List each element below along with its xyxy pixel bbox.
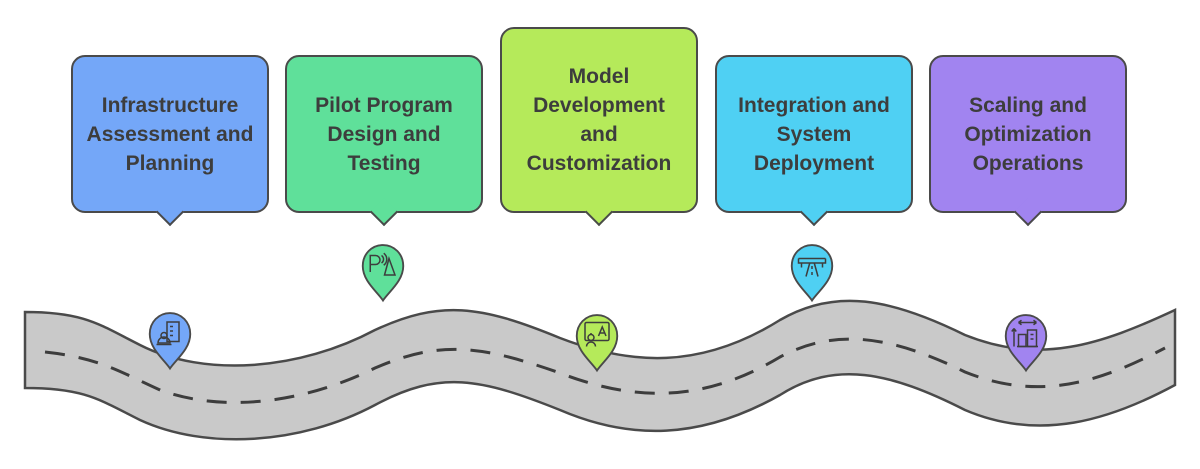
step-label: Model Development and Customization bbox=[526, 65, 672, 175]
step-card-2: Pilot Program Design and Testing bbox=[285, 55, 483, 213]
step-card-1: Infrastructure Assessment and Planning bbox=[71, 55, 269, 213]
step-pin-3 bbox=[567, 312, 627, 373]
step-label: Integration and System Deployment bbox=[738, 93, 890, 175]
road-center-dash bbox=[44, 337, 1166, 404]
step-card-4: Integration and System Deployment bbox=[715, 55, 913, 213]
step-label: Pilot Program Design and Testing bbox=[315, 93, 453, 175]
step-pin-2 bbox=[353, 242, 413, 303]
parking-signal-cone-icon bbox=[361, 244, 405, 303]
robot-screen-icon bbox=[575, 314, 619, 373]
scaling-buildings-icon bbox=[1004, 314, 1048, 373]
step-pin-4 bbox=[782, 242, 842, 303]
step-label: Infrastructure Assessment and Planning bbox=[86, 93, 254, 175]
step-card-3: Model Development and Customization bbox=[500, 27, 698, 213]
step-pin-1 bbox=[140, 310, 200, 371]
road-surface bbox=[23, 299, 1177, 441]
step-label: Scaling and Optimization Operations bbox=[964, 93, 1092, 175]
engineer-building-icon bbox=[148, 312, 192, 371]
step-card-5: Scaling and Optimization Operations bbox=[929, 55, 1127, 213]
highway-overpass-icon bbox=[790, 244, 834, 303]
step-pin-5 bbox=[996, 312, 1056, 373]
